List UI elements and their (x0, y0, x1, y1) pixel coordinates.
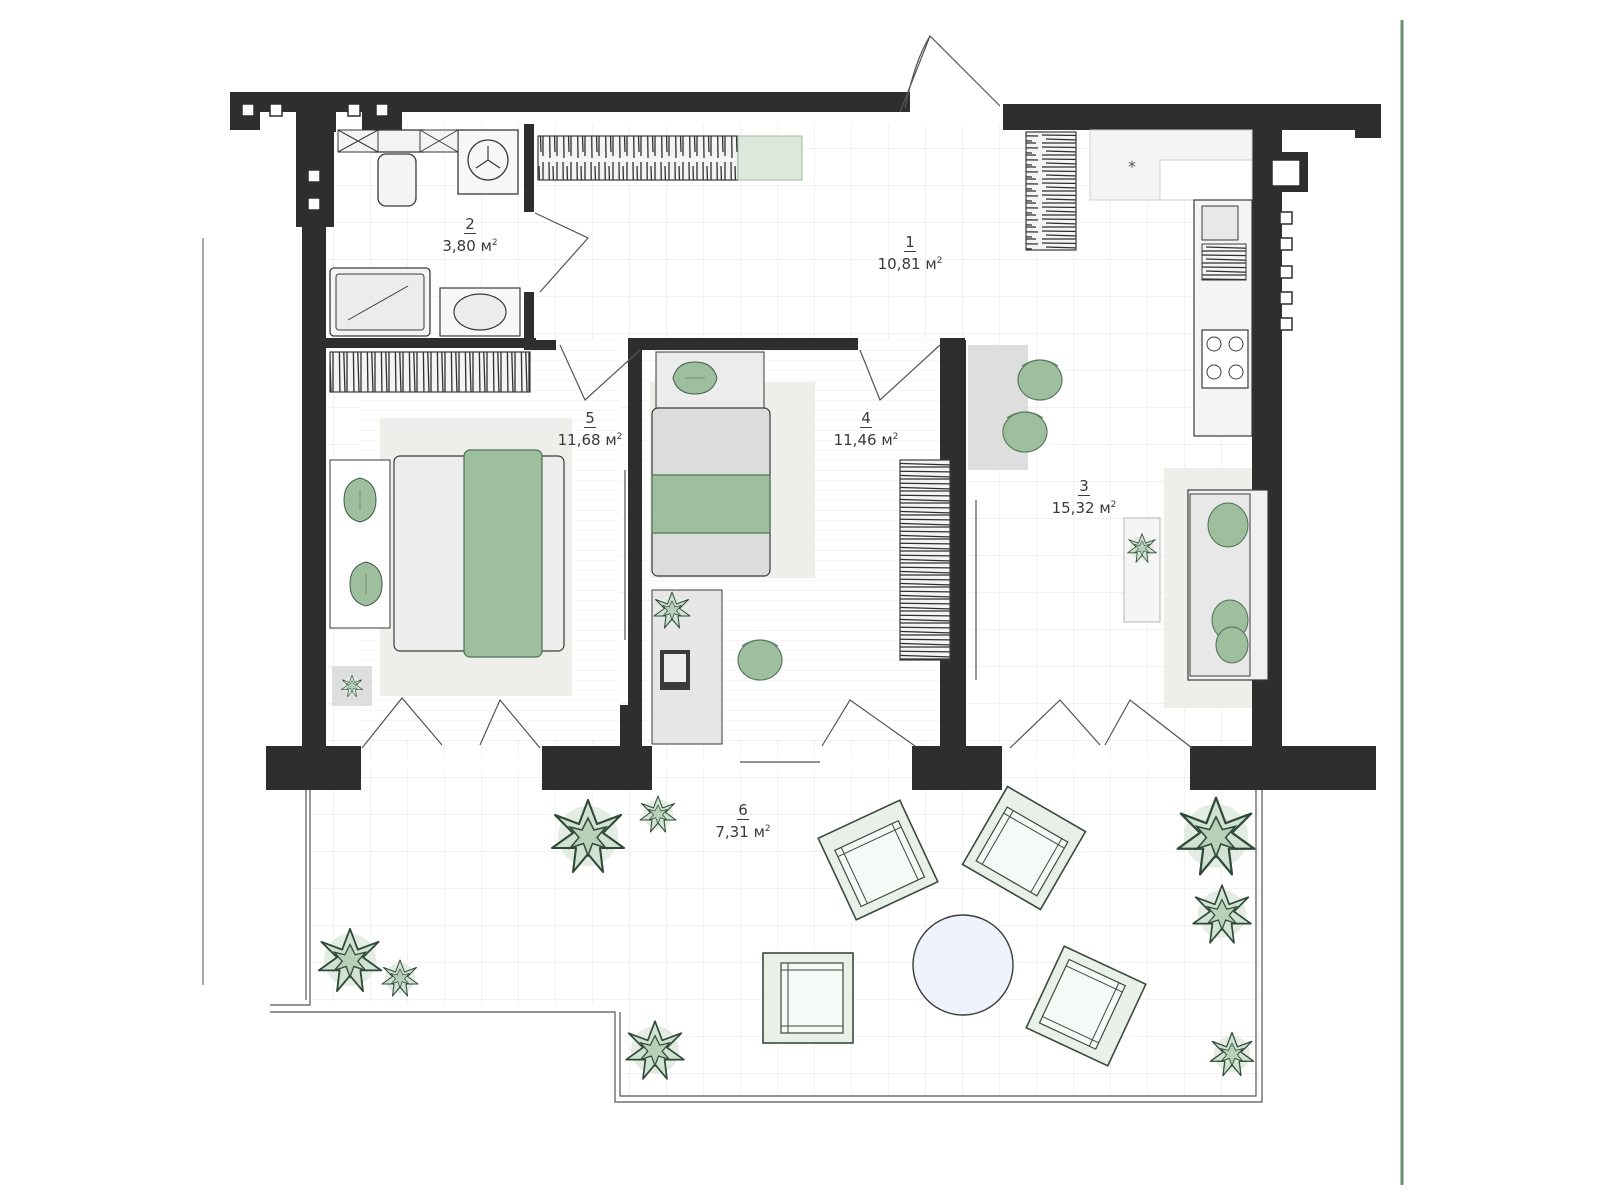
nightstand (332, 666, 372, 706)
entry-shelf-icon (1025, 131, 1077, 251)
bathroom (329, 129, 521, 337)
dining-set (968, 345, 1063, 470)
washing-machine-icon (457, 129, 519, 195)
kids-wardrobe-icon (899, 459, 951, 661)
bed-icon (329, 449, 565, 658)
stove-icon (1201, 329, 1249, 389)
svg-text:*: * (1128, 157, 1136, 176)
kids-bed-icon (651, 351, 771, 577)
kitchen-sink-icon (1201, 205, 1247, 281)
wall-details (241, 103, 1301, 331)
bathtub-icon (329, 267, 431, 337)
walls (230, 92, 1381, 790)
balcony-furniture (762, 785, 1147, 1067)
toilet-icon (377, 153, 417, 207)
desk-icon (651, 589, 783, 745)
hall-wardrobe-icon (537, 135, 739, 181)
armchair-icon (762, 952, 854, 1044)
kitchen: * (1089, 129, 1253, 437)
coffee-table (1123, 517, 1161, 623)
sofa-icon (1187, 489, 1269, 681)
bedroom-wardrobe-icon (329, 351, 531, 393)
doors (361, 34, 1193, 763)
round-table-icon (912, 914, 1014, 1016)
hall-bench (737, 135, 803, 181)
balcony-outline (270, 770, 1263, 1103)
sink-icon (439, 287, 521, 337)
